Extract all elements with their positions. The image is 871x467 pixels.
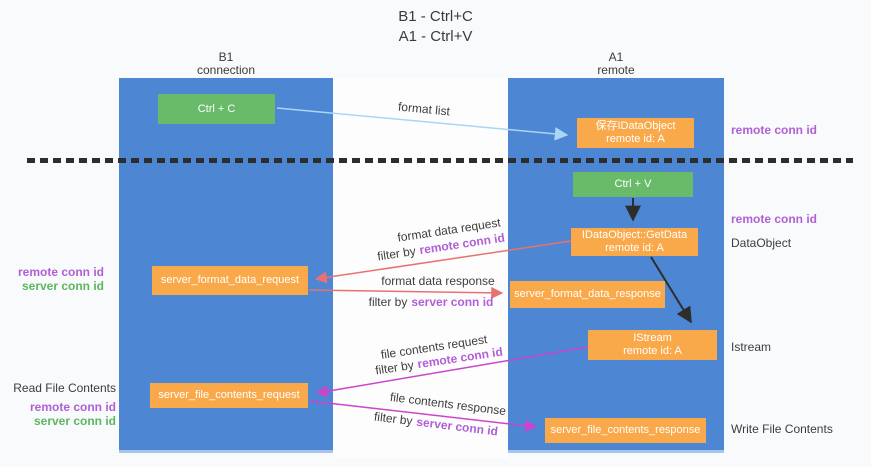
lane-b1-name: B1 — [218, 50, 234, 64]
read-file-contents-label: Read File Contents — [13, 381, 116, 395]
node-file-request-label: server_file_contents_request — [158, 389, 300, 401]
right-remote-conn-id-1: remote conn id — [731, 123, 818, 137]
node-file-response-label: server_file_contents_response — [550, 424, 701, 436]
node-format-request-label: server_format_data_request — [160, 274, 300, 286]
filter-by-text: filter by — [368, 295, 408, 309]
node-server-file-contents-response: server_file_contents_response — [545, 418, 706, 443]
session-divider-dashed-line — [27, 158, 853, 163]
node-istream-line1: IStream — [633, 332, 672, 344]
node-server-format-data-request: server_format_data_request — [152, 266, 308, 295]
node-istream-line2: remote id: A — [623, 345, 682, 357]
node-ctrl-c: Ctrl + C — [158, 94, 275, 124]
read-file-contents-block: Read File Contents remote conn id server… — [8, 381, 116, 428]
label-format-data-response: format data response — [381, 274, 495, 288]
left-conn-id-labels: remote conn id server conn id — [8, 265, 104, 293]
node-server-format-data-response: server_format_data_response — [510, 281, 665, 308]
node-save-idataobject-line1: 保存IDataObject — [595, 120, 676, 132]
lane-header-b1: B1 connection — [119, 51, 333, 77]
node-getdata-line1: IDataObject::GetData — [581, 229, 688, 241]
title-line-1: B1 - Ctrl+C — [398, 8, 473, 25]
node-getdata-line2: remote id: A — [605, 242, 664, 254]
left-server-conn-id-2: server conn id — [33, 414, 116, 428]
left-remote-conn-id-2: remote conn id — [29, 400, 116, 414]
diagram-title: B1 - Ctrl+C A1 - Ctrl+V — [0, 7, 871, 47]
dataobject-label: DataObject — [731, 236, 792, 250]
lane-a1-subtitle: remote — [597, 63, 635, 77]
lane-a1-name: A1 — [608, 50, 624, 64]
write-file-contents-label: Write File Contents — [731, 422, 833, 436]
lane-header-a1: A1 remote — [508, 51, 724, 77]
node-save-idataobject-line2: remote id: A — [606, 133, 665, 145]
right-remote-conn-id-2: remote conn id — [731, 212, 818, 226]
node-ctrl-v: Ctrl + V — [573, 172, 693, 197]
node-idataobject-getdata: IDataObject::GetData remote id: A — [571, 228, 698, 256]
istream-label: Istream — [731, 340, 772, 354]
node-save-idataobject: 保存IDataObject remote id: A — [577, 118, 694, 148]
node-ctrl-c-label: Ctrl + C — [197, 102, 236, 115]
left-server-conn-id: server conn id — [21, 279, 104, 293]
server-conn-id-text: server conn id — [411, 295, 494, 309]
left-remote-conn-id: remote conn id — [17, 265, 104, 279]
node-istream: IStream remote id: A — [588, 330, 717, 360]
title-line-2: A1 - Ctrl+V — [398, 28, 473, 45]
node-ctrl-v-label: Ctrl + V — [614, 178, 652, 190]
node-server-file-contents-request: server_file_contents_request — [150, 383, 308, 408]
node-format-response-label: server_format_data_response — [514, 288, 661, 300]
lane-b1-subtitle: connection — [196, 63, 256, 77]
